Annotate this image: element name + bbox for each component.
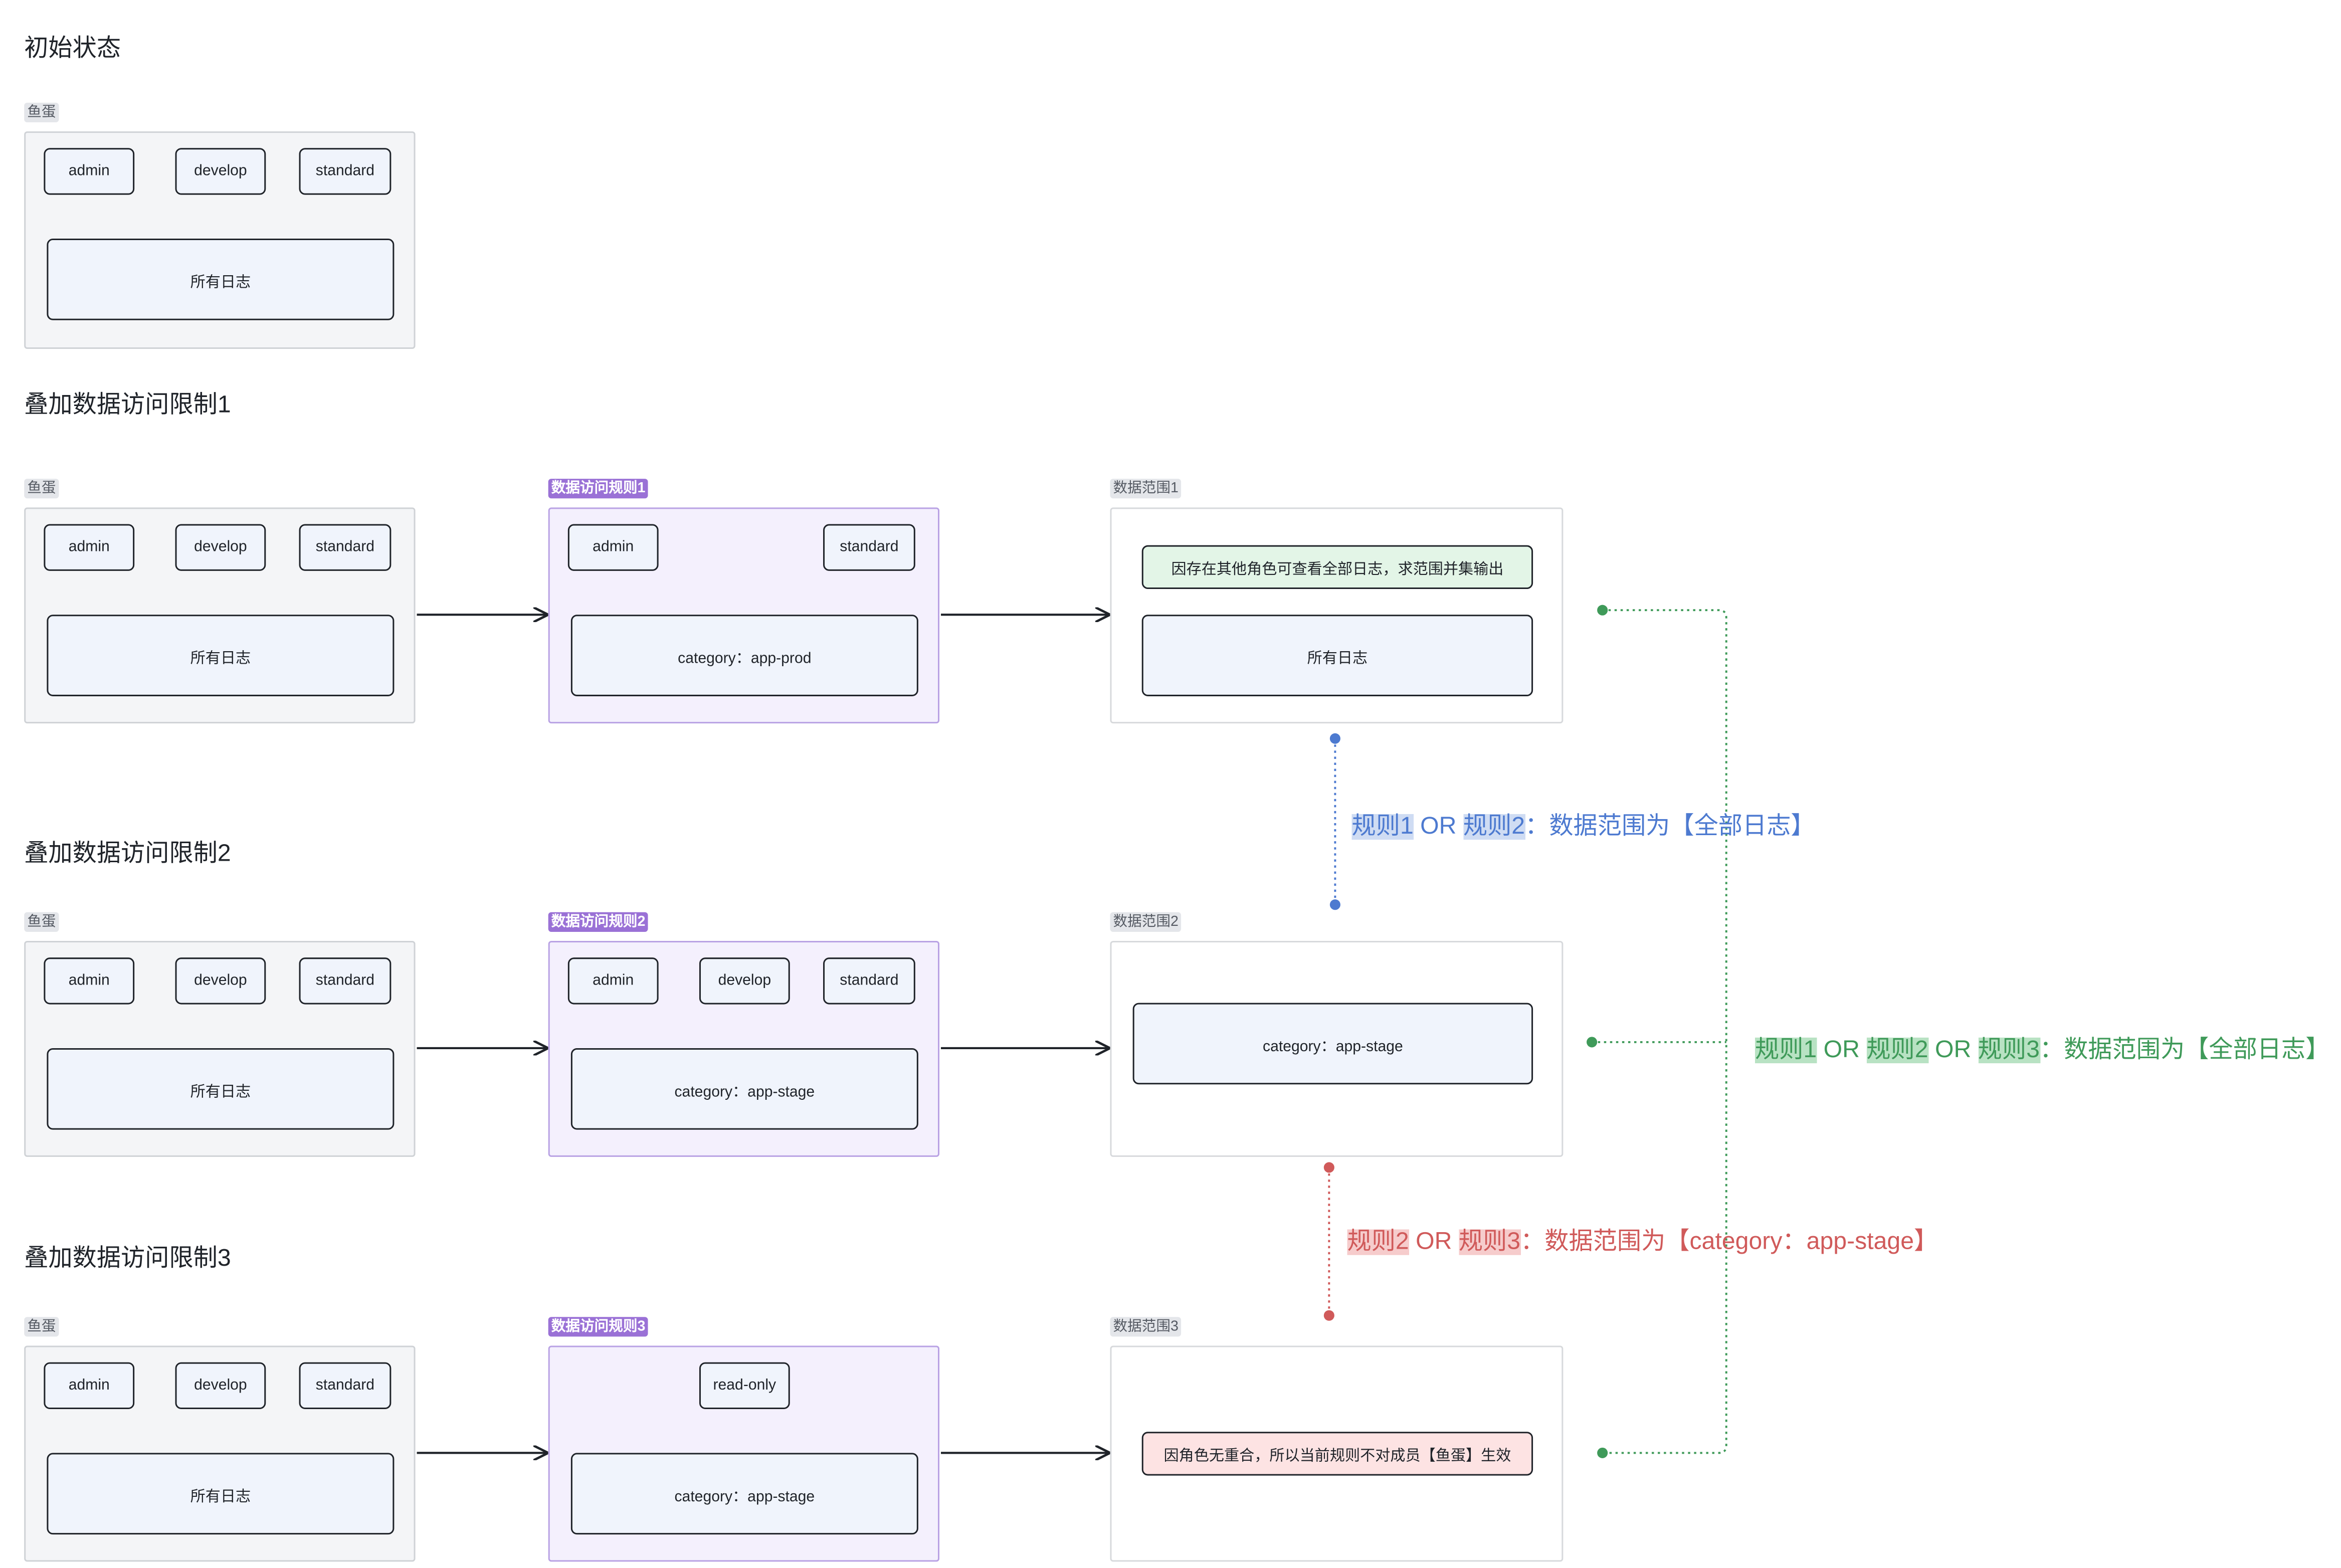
annotation-blue: 规则1 OR 规则2：数据范围为【全部日志】 (1351, 805, 1815, 841)
role-standard: standard (299, 524, 392, 571)
annotation-rule: 规则3 (1458, 1229, 1521, 1255)
section-title-limit3: 叠加数据访问限制3 (24, 1246, 231, 1272)
section-title-limit1: 叠加数据访问限制1 (24, 393, 231, 419)
annotation-or: OR (1928, 1037, 1978, 1064)
rule-tag: 数据访问规则1 (548, 479, 649, 499)
role-admin: admin (44, 957, 135, 1005)
scope-group: 因角色无重合，所以当前规则不对成员【鱼蛋】生效 (1110, 1345, 1564, 1562)
annotation-or: OR (1413, 814, 1463, 840)
role-standard: standard (299, 1362, 392, 1410)
role-develop: develop (175, 148, 266, 195)
scope-group: 因存在其他角色可查看全部日志，求范围并集输出 所有日志 (1110, 507, 1564, 724)
member-tag: 鱼蛋 (24, 102, 59, 123)
member-group: admin develop standard 所有日志 (24, 1345, 416, 1562)
annotation-rule: 规则1 (1351, 814, 1414, 840)
role-admin: admin (567, 524, 659, 571)
target-all-logs: 所有日志 (47, 1453, 395, 1535)
annotation-text: ：数据范围为【全部日志】 (2039, 1037, 2330, 1064)
role-admin: admin (44, 524, 135, 571)
rule-group: read-only category：app-stage (548, 1345, 940, 1562)
scope-tag: 数据范围1 (1110, 479, 1182, 499)
role-standard: standard (299, 148, 392, 195)
role-develop: develop (175, 1362, 266, 1410)
annotation-rule: 规则1 (1754, 1037, 1817, 1064)
blue-connector (1329, 733, 1340, 910)
member-group: admin develop standard 所有日志 (24, 941, 416, 1157)
red-connector (1323, 1162, 1334, 1321)
scope-group: category：app-stage (1110, 941, 1564, 1157)
annotation-or: OR (1409, 1229, 1459, 1255)
section-title-limit2: 叠加数据访问限制2 (24, 841, 231, 867)
annotation-or: OR (1817, 1037, 1867, 1064)
rule-group: admin develop standard category：app-stag… (548, 941, 940, 1157)
role-standard: standard (299, 957, 392, 1005)
annotation-rule: 规则2 (1463, 814, 1525, 840)
role-standard: standard (823, 524, 915, 571)
rule-tag: 数据访问规则3 (548, 1317, 649, 1337)
annotation-red: 规则2 OR 规则3：数据范围为【category：app-stage】 (1347, 1220, 1938, 1256)
annotation-rule: 规则2 (1347, 1229, 1409, 1255)
role-admin: admin (567, 957, 659, 1005)
role-admin: admin (44, 148, 135, 195)
target-all-logs: 所有日志 (47, 239, 395, 320)
member-group: admin develop standard 所有日志 (24, 507, 416, 724)
scope-tag: 数据范围2 (1110, 912, 1182, 932)
target-category: category：app-prod (570, 615, 918, 696)
member-group: admin develop standard 所有日志 (24, 131, 416, 349)
role-admin: admin (44, 1362, 135, 1410)
target-category: category：app-stage (1132, 1003, 1533, 1085)
target-all-logs: 所有日志 (47, 1048, 395, 1130)
member-tag: 鱼蛋 (24, 912, 59, 932)
role-read-only: read-only (699, 1362, 790, 1410)
annotation-text: ：数据范围为【全部日志】 (1525, 814, 1815, 840)
target-category: category：app-stage (570, 1453, 918, 1535)
role-develop: develop (175, 957, 266, 1005)
annotation-rule: 规则2 (1866, 1037, 1928, 1064)
target-category: category：app-stage (570, 1048, 918, 1130)
annotation-text: ：数据范围为【category：app-stage】 (1520, 1229, 1938, 1255)
scope-note: 因角色无重合，所以当前规则不对成员【鱼蛋】生效 (1141, 1432, 1533, 1476)
annotation-green: 规则1 OR 规则2 OR 规则3：数据范围为【全部日志】 (1754, 1029, 2330, 1065)
target-all-logs: 所有日志 (1141, 615, 1533, 696)
target-all-logs: 所有日志 (47, 615, 395, 696)
scope-tag: 数据范围3 (1110, 1317, 1182, 1337)
annotation-rule: 规则3 (1978, 1037, 2040, 1064)
member-tag: 鱼蛋 (24, 479, 59, 499)
green-connector (1587, 605, 1727, 1458)
role-standard: standard (823, 957, 915, 1005)
role-develop: develop (175, 524, 266, 571)
member-tag: 鱼蛋 (24, 1317, 59, 1337)
scope-note: 因存在其他角色可查看全部日志，求范围并集输出 (1141, 545, 1533, 590)
rule-group: admin standard category：app-prod (548, 507, 940, 724)
role-develop: develop (699, 957, 790, 1005)
rule-tag: 数据访问规则2 (548, 912, 649, 932)
section-title-initial: 初始状态 (24, 36, 121, 62)
